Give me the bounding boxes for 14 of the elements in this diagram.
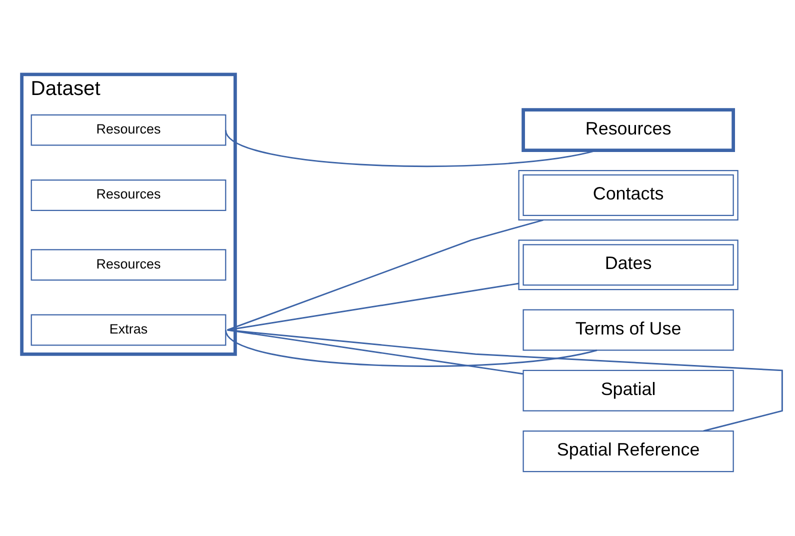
node-box: Spatial bbox=[522, 369, 734, 411]
connector bbox=[227, 218, 544, 330]
node-box: Terms of Use bbox=[522, 308, 734, 350]
node-box: Resources bbox=[30, 179, 226, 210]
node-box: Spatial Reference bbox=[522, 430, 734, 472]
node-box: Resources bbox=[522, 108, 735, 152]
node-box: Dates bbox=[518, 239, 738, 290]
node-box: Resources bbox=[30, 114, 226, 146]
node-box: Extras bbox=[30, 314, 226, 346]
node-box: Resources bbox=[30, 248, 226, 280]
connector bbox=[225, 329, 598, 366]
connector bbox=[227, 328, 783, 432]
connector bbox=[227, 282, 519, 330]
node-box: Contacts bbox=[518, 169, 738, 220]
